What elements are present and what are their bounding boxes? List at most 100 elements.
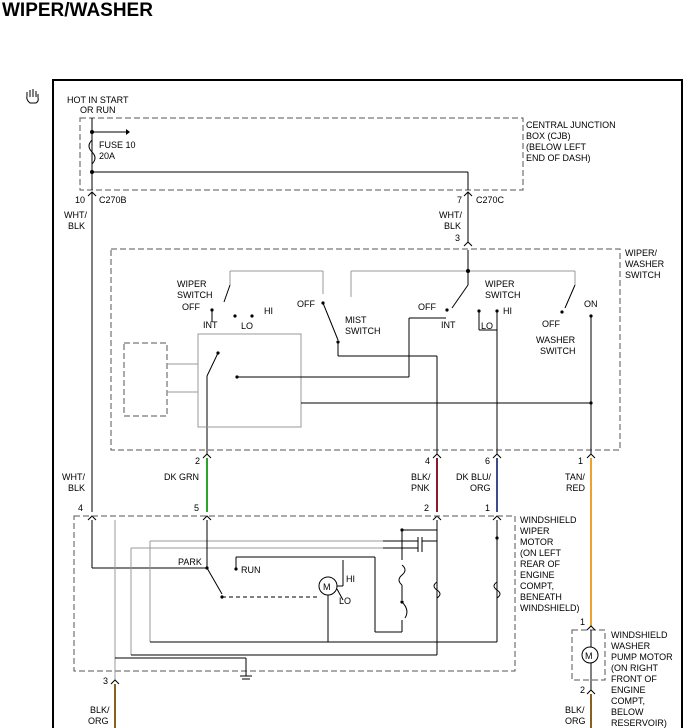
pump-label: RESERVOIR) bbox=[611, 718, 667, 728]
motor-m-label: M bbox=[323, 582, 331, 592]
wiper-motor-box bbox=[73, 515, 516, 672]
wire-label: WHT/ bbox=[439, 210, 462, 220]
wire-label: BLK/ bbox=[90, 705, 110, 715]
motor-label: ENGINE bbox=[520, 570, 555, 580]
switch-label: WIPER bbox=[485, 279, 515, 289]
wire-label: BLK bbox=[444, 221, 461, 231]
switch-label: OFF bbox=[297, 299, 315, 309]
pump-m-label: M bbox=[585, 651, 593, 661]
wire-label: BLK/ bbox=[565, 705, 585, 715]
switch-label: LO bbox=[481, 321, 493, 331]
pin-label: 2 bbox=[580, 685, 585, 695]
motor-label: REAR OF bbox=[520, 559, 561, 569]
c270b-label: C270B bbox=[99, 195, 127, 205]
wire-label: TAN/ bbox=[565, 472, 585, 482]
cjb-label-2: BOX (CJB) bbox=[526, 131, 571, 141]
switch-label: SWITCH bbox=[177, 290, 213, 300]
wire-label: BLK bbox=[68, 221, 85, 231]
pump-label: PUMP MOTOR bbox=[611, 652, 673, 662]
switch-label: SWITCH bbox=[345, 326, 381, 336]
pump-label: COMPT, bbox=[611, 696, 645, 706]
pin-label: 6 bbox=[485, 456, 490, 466]
motor-connectors bbox=[87, 515, 502, 521]
pump-label: WASHER bbox=[611, 641, 651, 651]
lo-label: LO bbox=[339, 596, 351, 606]
motor-label: COMPT, bbox=[520, 581, 554, 591]
fuse-label: FUSE 10 bbox=[99, 140, 136, 150]
wire-label: ORG bbox=[565, 716, 586, 726]
switch-label: WIPER bbox=[177, 279, 207, 289]
pin-label: 2 bbox=[195, 456, 200, 466]
cjb-label-1: CENTRAL JUNCTION bbox=[526, 120, 616, 130]
switch-label: INT bbox=[441, 320, 456, 330]
pin-label: 5 bbox=[194, 503, 199, 513]
switch-title-3: SWITCH bbox=[625, 270, 661, 280]
c270c-pin: 7 bbox=[457, 195, 462, 205]
fuse-rating: 20A bbox=[99, 151, 115, 161]
wire-label: WHT/ bbox=[64, 210, 87, 220]
pump-label: ENGINE bbox=[611, 685, 646, 695]
pin-label: 3 bbox=[103, 676, 108, 686]
pin-label: 1 bbox=[578, 456, 583, 466]
switch-label: OFF bbox=[182, 302, 200, 312]
ground-connector bbox=[110, 679, 120, 685]
wire-label: WHT/ bbox=[62, 472, 85, 482]
wire-label: DK GRN bbox=[164, 472, 199, 482]
motor-label: WINDSHIELD bbox=[520, 515, 577, 525]
run-label: RUN bbox=[241, 565, 261, 575]
pump-label: FRONT OF bbox=[611, 674, 657, 684]
cjb-label-4: END OF DASH) bbox=[526, 153, 591, 163]
wire-label: DK BLU/ bbox=[456, 472, 492, 482]
pin-label: 1 bbox=[485, 503, 490, 513]
motor-label: WIPER bbox=[520, 526, 550, 536]
switch-label: HI bbox=[264, 306, 273, 316]
switch-label: INT bbox=[203, 320, 218, 330]
park-label: PARK bbox=[178, 557, 202, 567]
hot-in-start-label: HOT IN START bbox=[67, 95, 129, 105]
pin-label: 1 bbox=[580, 617, 585, 627]
wiper-motor-internals bbox=[91, 520, 501, 680]
switch-pin-top: 3 bbox=[455, 233, 460, 243]
pin-label: 4 bbox=[78, 503, 83, 513]
motor-label: WINDSHIELD) bbox=[520, 603, 580, 613]
pump-motor-symbol bbox=[581, 646, 599, 664]
switch-label: SWITCH bbox=[485, 290, 521, 300]
pin-label: 2 bbox=[424, 503, 429, 513]
wire-label: ORG bbox=[88, 716, 109, 726]
switch-title-1: WIPER/ bbox=[625, 248, 658, 258]
switch-bottom-connectors bbox=[202, 453, 596, 459]
pump-label: WINDSHIELD bbox=[611, 630, 668, 640]
switch-label: LO bbox=[241, 321, 253, 331]
switch-label: MIST bbox=[345, 315, 367, 325]
switch-label: SWITCH bbox=[540, 346, 576, 356]
page-title: WIPER/WASHER bbox=[2, 0, 153, 21]
wire-label: RED bbox=[566, 483, 586, 493]
wire-label: ORG bbox=[470, 483, 491, 493]
c270b-pin: 10 bbox=[75, 195, 85, 205]
pump-motor-box bbox=[571, 629, 606, 681]
or-run-label: OR RUN bbox=[80, 105, 116, 115]
pump-label: (ON RIGHT bbox=[611, 663, 658, 673]
switch-label: OFF bbox=[542, 319, 560, 329]
power-feed bbox=[88, 118, 469, 190]
hand-icon[interactable] bbox=[26, 89, 39, 104]
cjb-label-3: (BELOW LEFT bbox=[526, 142, 587, 152]
switch-label: HI bbox=[503, 306, 512, 316]
switch-box bbox=[110, 248, 621, 451]
cjb-box bbox=[79, 117, 524, 191]
diagram-frame bbox=[52, 79, 683, 728]
motor-label: (ON LEFT bbox=[520, 548, 562, 558]
pump-label: BELOW bbox=[611, 707, 644, 717]
switch-label: WASHER bbox=[536, 335, 576, 345]
hi-label: HI bbox=[346, 574, 355, 584]
wire-label: PNK bbox=[411, 483, 430, 493]
pin-label: 4 bbox=[425, 456, 430, 466]
wire-label: BLK bbox=[68, 483, 85, 493]
switch-label: OFF bbox=[418, 302, 436, 312]
motor-label: MOTOR bbox=[520, 537, 554, 547]
switch-label: ON bbox=[584, 299, 598, 309]
switch-title-2: WASHER bbox=[625, 259, 665, 269]
wire-label: BLK/ bbox=[411, 472, 431, 482]
switch-internals bbox=[123, 250, 593, 454]
